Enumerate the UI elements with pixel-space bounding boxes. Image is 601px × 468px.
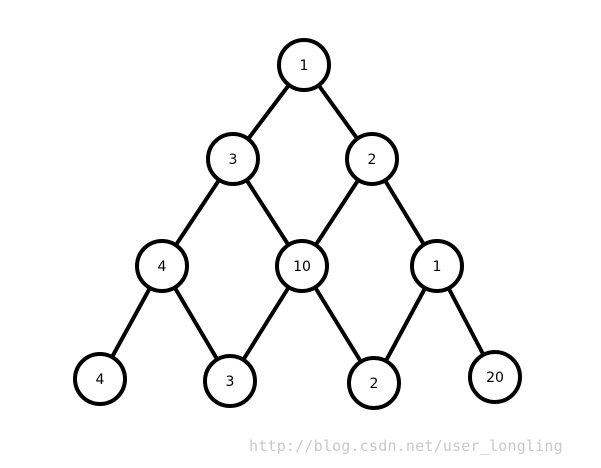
- node-circle: [73, 352, 127, 406]
- node-label: 3: [226, 374, 235, 390]
- edges-layer: [98, 63, 497, 385]
- tree-node-r2c2: 1: [410, 239, 464, 293]
- node-circle: [468, 350, 522, 404]
- tree-node-r3c1: 3: [203, 354, 257, 408]
- node-label: 1: [300, 58, 309, 74]
- tree-node-r1c1: 2: [345, 132, 399, 186]
- tree-node-r1c0: 3: [206, 132, 260, 186]
- node-circle: [277, 38, 331, 92]
- node-label: 20: [486, 370, 504, 386]
- node-circle: [203, 354, 257, 408]
- tree-node-r3c2: 2: [347, 356, 401, 410]
- node-circle: [410, 239, 464, 293]
- node-label: 2: [370, 376, 379, 392]
- tree-node-r3c3: 20: [468, 350, 522, 404]
- node-label: 4: [158, 259, 167, 275]
- tree-node-r2c1: 10: [275, 239, 329, 293]
- node-circle: [345, 132, 399, 186]
- watermark-text: http://blog.csdn.net/user_longling: [249, 437, 563, 455]
- node-label: 4: [96, 372, 105, 388]
- node-label: 3: [229, 152, 238, 168]
- node-circle: [206, 132, 260, 186]
- node-circle: [275, 239, 329, 293]
- tree-node-r0c0: 1: [277, 38, 331, 92]
- node-label: 2: [368, 152, 377, 168]
- node-label: 1: [433, 259, 442, 275]
- node-circle: [135, 239, 189, 293]
- node-circle: [347, 356, 401, 410]
- node-label: 10: [293, 259, 311, 275]
- tree-node-r3c0: 4: [73, 352, 127, 406]
- tree-node-r2c0: 4: [135, 239, 189, 293]
- nodes-layer: 1 3 2 4 10 1 4 3 2 20: [73, 38, 522, 410]
